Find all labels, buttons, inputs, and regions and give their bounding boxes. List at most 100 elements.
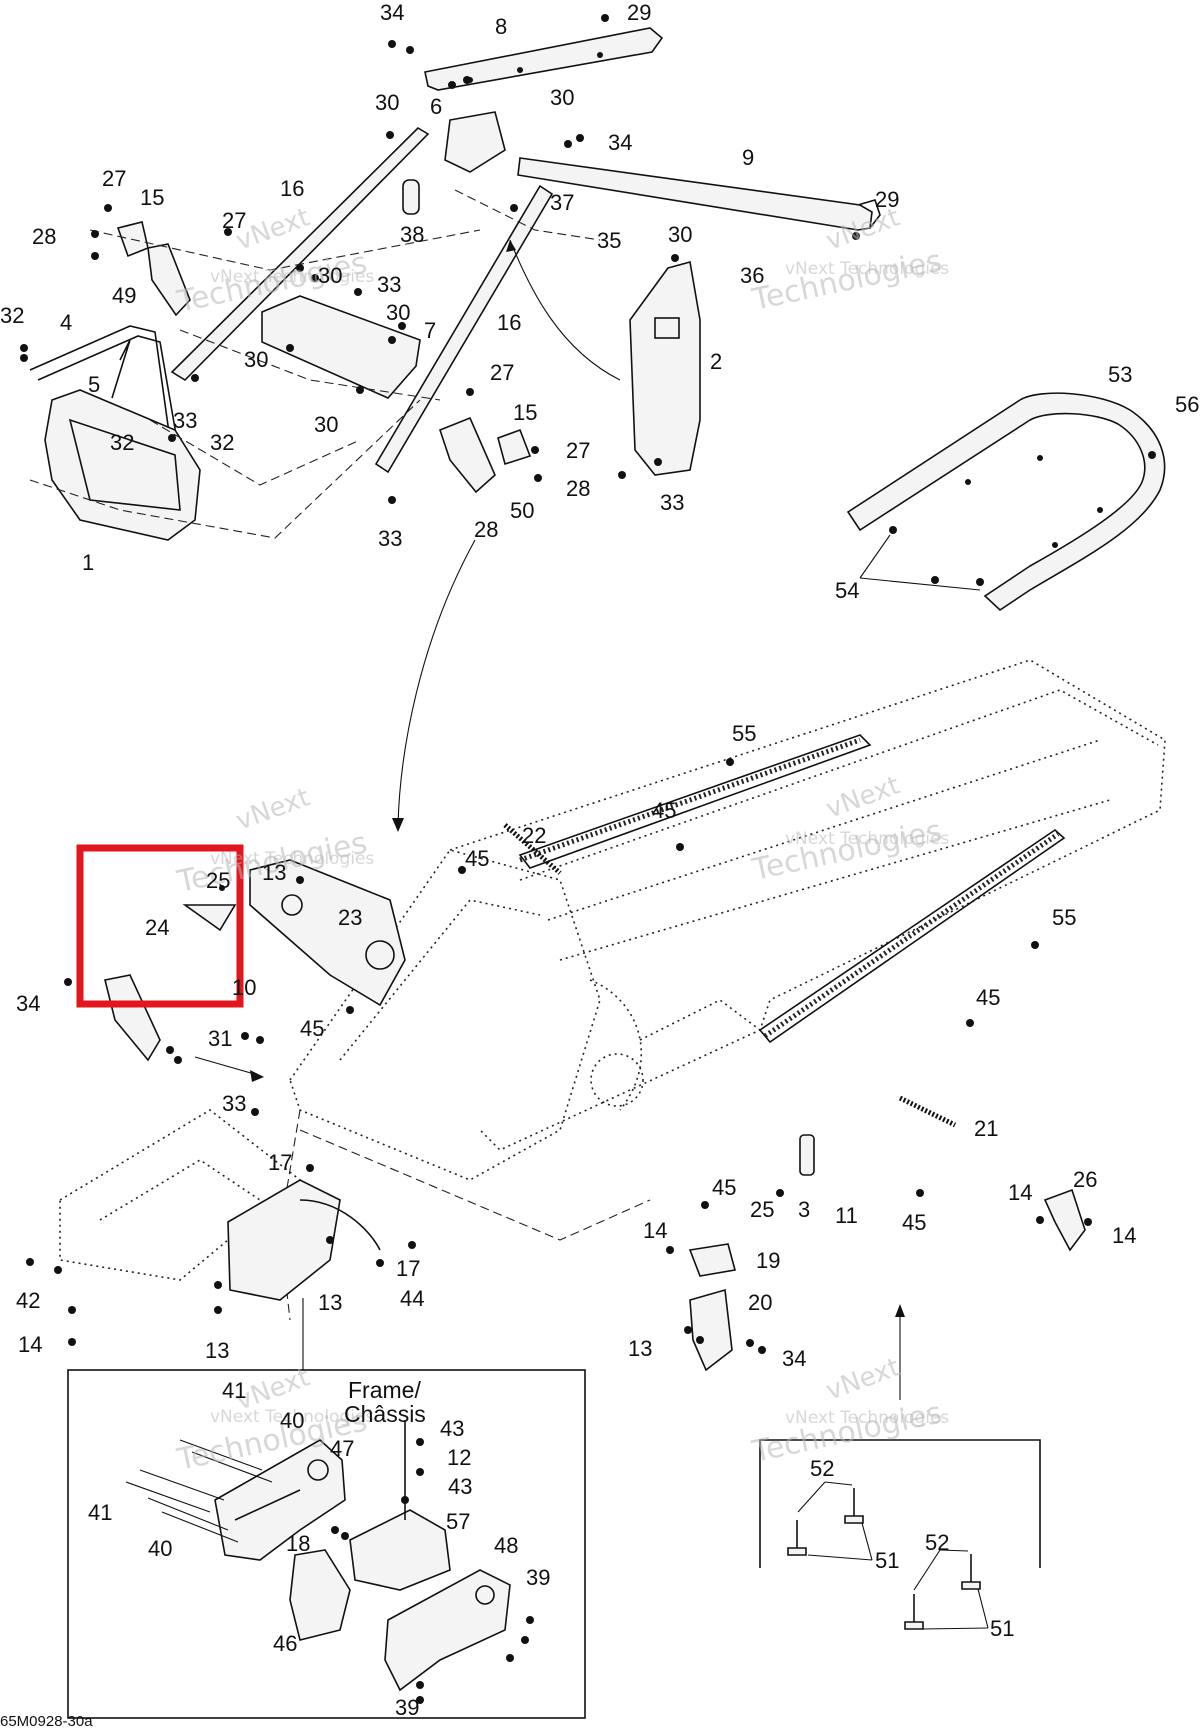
callout-45: 45 [652,798,676,823]
callout-28: 28 [566,476,590,501]
callout-30: 30 [550,85,574,110]
part-48-plate [384,1569,511,1692]
callout-19: 19 [756,1248,780,1273]
callout-41: 41 [88,1500,112,1525]
callout-21: 21 [974,1116,998,1141]
part-2-side-plate [629,260,701,476]
callout-27: 27 [102,166,126,191]
callout-18: 18 [286,1531,310,1556]
part-53-rail-loop [846,392,1166,612]
callout-2: 2 [710,349,722,374]
callout-17: 17 [268,1150,292,1175]
callout-45: 45 [976,985,1000,1010]
callout-14: 14 [643,1218,667,1243]
callout-54: 54 [835,578,859,603]
callout-47: 47 [330,1436,354,1461]
callout-12: 12 [447,1445,471,1470]
callout-13: 13 [318,1290,342,1315]
callout-13: 13 [205,1338,229,1363]
callout-46: 46 [273,1631,297,1656]
inset-title-line1: Frame/ [348,1377,421,1403]
watermark-line3: Technologies [748,244,945,319]
watermark-line2: vNext Technologies [210,849,374,869]
callout-30: 30 [318,263,342,288]
part-46-bracket [289,1549,351,1641]
callout-39: 39 [526,1565,550,1590]
callout-22: 22 [522,823,546,848]
part-21-strip [898,1095,957,1128]
callout-42: 42 [16,1288,40,1313]
callout-43: 43 [448,1474,472,1499]
callout-16: 16 [497,310,521,335]
callout-33: 33 [173,408,197,433]
part-24-bracket [182,904,237,932]
callout-38: 38 [400,222,424,247]
part-5-tube [111,339,131,399]
part-15-bracket-right [497,428,532,466]
callout-53: 53 [1108,362,1132,387]
callout-55: 55 [1052,905,1076,930]
tunnel-outline [449,659,1166,1151]
callout-33: 33 [377,272,401,297]
callout-14: 14 [1008,1180,1032,1205]
part-7-cross-member [261,295,421,399]
callout-41: 41 [222,1378,246,1403]
callout-57: 57 [446,1509,470,1534]
watermark-line3: Technologies [748,814,945,889]
callout-32: 32 [0,303,24,328]
callout-49: 49 [112,283,136,308]
callout-23: 23 [338,905,362,930]
callout-30: 30 [244,347,268,372]
watermark-line1: vNext [822,770,904,824]
callout-50: 50 [510,498,534,523]
callout-29: 29 [875,187,899,212]
callout-20: 20 [748,1290,772,1315]
watermark-line2: vNext Technologies [210,1407,374,1427]
callout-45: 45 [465,846,489,871]
callout-40: 40 [148,1536,172,1561]
callout-32: 32 [210,430,234,455]
part-19-bracket [688,1243,737,1277]
part-1-front-plate [44,389,201,541]
callout-27: 27 [490,360,514,385]
callout-34: 34 [380,0,404,25]
callout-45: 45 [902,1210,926,1235]
part-26-bracket [1043,1188,1086,1252]
part-38-spacer [402,179,420,215]
watermark-line2: vNext Technologies [210,267,374,287]
callout-1: 1 [82,550,94,575]
reference-code: 65M0928-30a [0,1713,93,1730]
front-lower-bracket [227,1179,341,1301]
callout-32: 32 [110,430,134,455]
watermark-line1: vNext [232,782,314,836]
callout-52: 52 [810,1456,834,1481]
callout-51: 51 [990,1616,1014,1641]
callout-30: 30 [668,222,692,247]
callout-35: 35 [597,228,621,253]
callout-33: 33 [660,490,684,515]
callout-36: 36 [740,263,764,288]
chassis-tunnel [26,539,1166,1400]
callout-30: 30 [314,412,338,437]
callout-55: 55 [732,721,756,746]
callout-13: 13 [262,860,286,885]
callout-25: 25 [750,1197,774,1222]
upper-fasteners [20,14,860,504]
watermark-line2: vNext Technologies [785,829,949,849]
callout-28: 28 [474,517,498,542]
inset-border [67,1369,586,1719]
part-55-rail-left [518,734,872,869]
part-22-strip [503,823,562,875]
callout-7: 7 [424,318,436,343]
watermark-line2: vNext Technologies [785,1408,949,1428]
callout-51: 51 [875,1548,899,1573]
callout-43: 43 [440,1416,464,1441]
callout-28: 28 [32,224,56,249]
callout-9: 9 [742,145,754,170]
callout-8: 8 [495,14,507,39]
callout-29: 29 [627,0,651,25]
inset-studs [125,1439,273,1543]
stud-detail-box [759,1439,1041,1630]
